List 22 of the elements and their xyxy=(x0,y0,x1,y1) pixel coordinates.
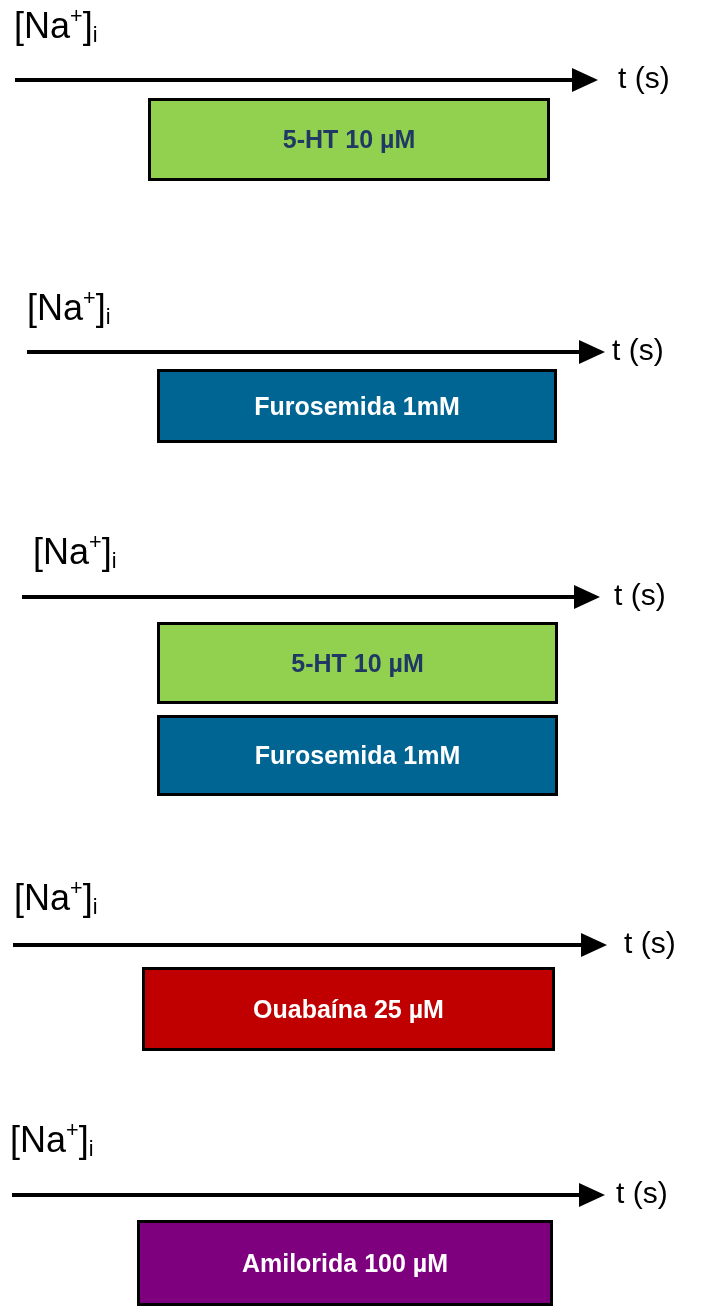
treatment-label: Amilorida 100 µM xyxy=(241,1248,449,1278)
treatment-label: Ouabaína 25 µM xyxy=(253,994,444,1024)
treatment-bar xyxy=(142,967,555,1051)
treatment-bar xyxy=(157,622,558,704)
treatment-label: Furosemida 1mM xyxy=(254,391,460,421)
treatment-bar xyxy=(148,98,550,181)
axis-label: t (s) xyxy=(612,335,664,365)
axis-label: t (s) xyxy=(618,63,670,93)
treatment-bar xyxy=(137,1220,553,1306)
treatment-label: Furosemida 1mM xyxy=(254,741,461,770)
axis-label: t (s) xyxy=(614,580,666,610)
axis-label: t (s) xyxy=(624,928,676,958)
axis-label: [Na$^{+}$]$_{i}$ xyxy=(27,290,111,326)
axis-label: t (s) xyxy=(616,1178,668,1208)
axis-label: [Na$^{+}$]$_{i}$ xyxy=(33,534,117,570)
treatment-bar xyxy=(157,715,558,796)
axis-label: [Na$^{+}$]$_{i}$ xyxy=(14,8,98,44)
treatment-label: 5-HT 10 µM xyxy=(282,125,416,154)
treatment-bar xyxy=(157,369,557,443)
axis-label: [Na$^{+}$]$_{i}$ xyxy=(10,1122,94,1158)
treatment-label: 5-HT 10 µM xyxy=(291,648,424,678)
axis-label: [Na$^{+}$]$_{i}$ xyxy=(14,880,98,916)
